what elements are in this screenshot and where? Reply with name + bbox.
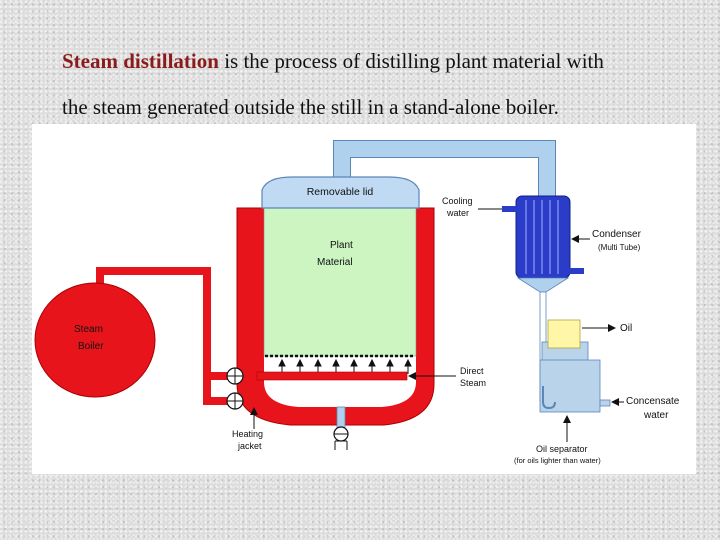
diagram-panel: Steam Boiler Removable lid Plant Materia… (32, 124, 696, 474)
definition-line-1: is the process of distilling plant mater… (218, 49, 604, 73)
heating-jacket-label-1: Heating (232, 429, 263, 439)
drain-valve (333, 426, 349, 450)
condensate-water-label-1: Concensate (626, 396, 680, 407)
direct-steam-label-1: Direct (460, 366, 484, 376)
slide-text: Steam distillation is the process of dis… (62, 38, 702, 130)
removable-lid (261, 176, 420, 209)
condenser-sub-label: (Multi Tube) (598, 243, 641, 252)
cooling-water-outlet (568, 268, 584, 274)
oil-separator-label: Oil separator (536, 444, 588, 454)
condenser-outlet (516, 277, 570, 293)
water-outlet (599, 399, 611, 407)
drain-pipe (336, 406, 346, 430)
steam-boiler-label-2: Boiler (78, 341, 104, 352)
condensate-water-label-2: water (643, 410, 669, 421)
condenser (515, 195, 571, 279)
cooling-water-label-2: water (446, 208, 469, 218)
oil-separator (539, 359, 601, 413)
vapor-pipe-fill (334, 141, 555, 198)
separator-siphon (542, 386, 556, 410)
heating-jacket-label-2: jacket (237, 441, 262, 451)
removable-lid-label: Removable lid (307, 186, 374, 198)
steam-valve-lower (226, 392, 244, 410)
steam-distillation-diagram: Steam Boiler Removable lid Plant Materia… (34, 140, 680, 465)
oil-separator-sub-label: (for oils lighter than water) (514, 456, 601, 465)
cooling-water-inlet (502, 206, 518, 212)
condenser-label: Condenser (592, 229, 642, 240)
plant-material-label-1: Plant (330, 240, 353, 251)
oil-label: Oil (620, 323, 632, 334)
plant-material-label-2: Material (317, 257, 353, 268)
direct-steam-inlet (256, 371, 408, 381)
direct-steam-arrows (278, 358, 412, 374)
term-steam-distillation: Steam distillation (62, 49, 219, 73)
condenser-tubes (525, 200, 559, 274)
oil-layer (547, 319, 581, 349)
plant-material (263, 207, 417, 357)
steam-boiler (34, 282, 156, 398)
steam-valve-upper (226, 367, 244, 385)
cooling-water-label-1: Cooling (442, 196, 473, 206)
direct-steam-label-2: Steam (460, 378, 486, 388)
steam-boiler-label-1: Steam (74, 324, 103, 335)
definition-line-2: the steam generated outside the still in… (62, 95, 559, 119)
